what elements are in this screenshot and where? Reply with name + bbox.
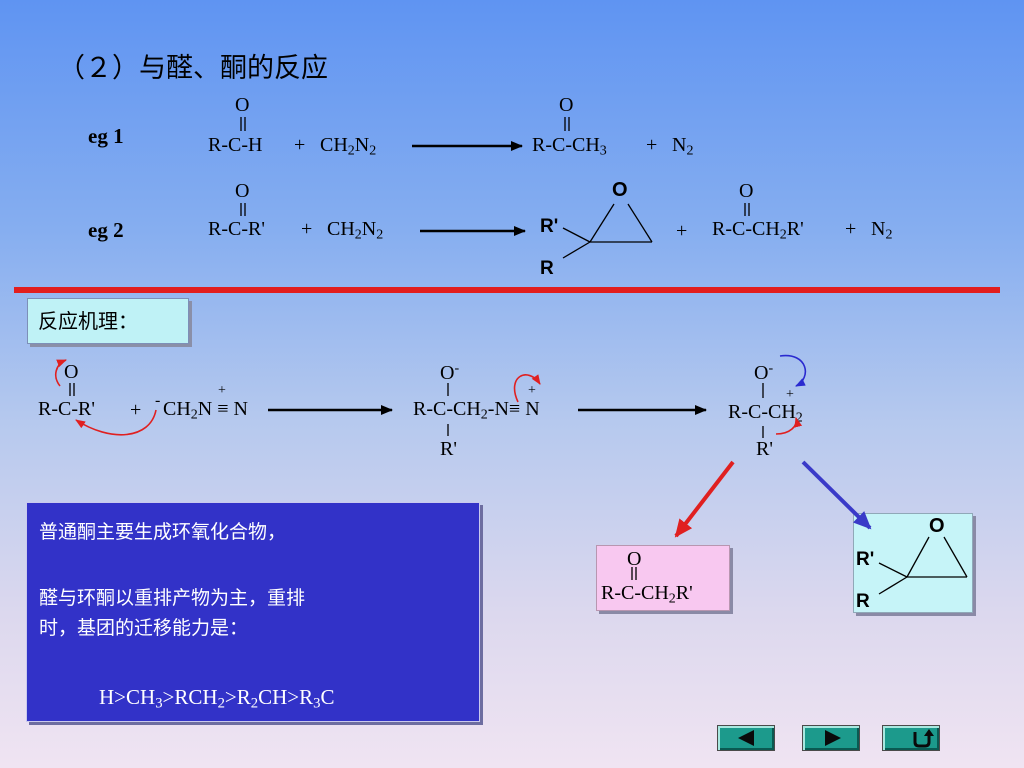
return-button[interactable] bbox=[882, 725, 940, 751]
note-line-3: 时，基团的迁移能力是： bbox=[39, 617, 249, 639]
eg1-reactant: R-C-H bbox=[208, 134, 263, 156]
cyan-r: R bbox=[856, 591, 870, 612]
eg2-product: R-C-CH2R' bbox=[712, 218, 804, 243]
mech1-bonds bbox=[69, 383, 75, 396]
epoxide-product-box: O R' R bbox=[853, 513, 973, 613]
eg2-carbonyl-bonds bbox=[240, 203, 750, 216]
eg2-label: eg 2 bbox=[88, 218, 124, 242]
cyan-oxygen: O bbox=[929, 515, 945, 537]
eg1-reagent: CH2N2 bbox=[320, 134, 377, 159]
mech3-oxygen: O- bbox=[754, 361, 774, 384]
pink-carbonyl-bond bbox=[631, 567, 637, 580]
eg2-reactant: R-C-R' bbox=[208, 218, 265, 240]
mech1-oxygen: O bbox=[64, 361, 79, 383]
mech1-ylide: CH2N ≡ N bbox=[163, 398, 248, 423]
note-box: 普通酮主要生成环氧化合物， 醛与环酮以重排产物为主，重排 时，基团的迁移能力是：… bbox=[26, 502, 480, 722]
eg1-carbonyl-bonds bbox=[240, 117, 570, 131]
slide-title: （２）与醛、酮的反应 bbox=[58, 53, 328, 84]
pink-oxygen: O bbox=[627, 548, 642, 570]
mech2-oxygen: O- bbox=[440, 361, 460, 384]
cyan-epoxide-ring bbox=[878, 536, 968, 595]
mech1-plus: + bbox=[130, 399, 142, 421]
eg2-plus: + bbox=[301, 218, 313, 240]
triangle-left-icon bbox=[738, 730, 754, 746]
mech3-c-plus: + bbox=[786, 387, 794, 402]
epoxidation-arrow bbox=[801, 460, 872, 530]
migration-order: H>CH3>RCH2>R2CH>R3C bbox=[99, 685, 335, 712]
return-arrow-icon bbox=[913, 729, 934, 748]
eg1-plus-2: + bbox=[646, 134, 658, 156]
mech3-r-prime: R' bbox=[756, 438, 773, 460]
note-line-2: 醛与环酮以重排产物为主，重排 bbox=[39, 587, 306, 609]
mechanism-label: 反应机理： bbox=[27, 298, 189, 344]
rearrangement-arrow bbox=[674, 460, 735, 538]
cyan-r-prime: R' bbox=[856, 549, 875, 570]
eg2-epoxide-r-prime: R' bbox=[540, 216, 559, 237]
mech1-ketone: R-C-R' bbox=[38, 398, 95, 420]
eg1-byproduct: N2 bbox=[672, 134, 694, 159]
eg1-product-oxygen: O bbox=[559, 94, 574, 116]
mech1-n-plus: + bbox=[218, 383, 226, 398]
mech3-red-curved-arrow bbox=[775, 417, 803, 435]
eg1-reactant-oxygen: O bbox=[235, 94, 250, 116]
mech2-intermediate: R-C-CH2-N≡ N bbox=[413, 398, 540, 423]
pink-product: R-C-CH2R' bbox=[601, 582, 693, 607]
triangle-right-icon bbox=[825, 730, 841, 746]
eg2-plus-3: + bbox=[845, 218, 857, 240]
eg2-epoxide-ring bbox=[562, 203, 653, 259]
eg2-reactant-oxygen: O bbox=[235, 180, 250, 202]
mech1-minus: - bbox=[155, 392, 161, 409]
mech2-n-plus: + bbox=[528, 383, 536, 398]
mech1-curved-arrow-top bbox=[54, 359, 67, 387]
eg2-byproduct: N2 bbox=[871, 218, 893, 243]
mech3-blue-curved-arrow bbox=[779, 354, 806, 387]
mech2-curved-arrow bbox=[513, 374, 541, 403]
eg1-plus: + bbox=[294, 134, 306, 156]
eg2-epoxide-oxygen: O bbox=[612, 179, 628, 201]
mech1-curved-arrow-bottom bbox=[75, 409, 157, 436]
eg1-label: eg 1 bbox=[88, 124, 124, 148]
eg1-product: R-C-CH3 bbox=[532, 134, 607, 159]
eg2-reagent: CH2N2 bbox=[327, 218, 384, 243]
eg2-product-oxygen: O bbox=[739, 180, 754, 202]
eg2-epoxide-r: R bbox=[540, 258, 554, 279]
note-line-1: 普通酮主要生成环氧化合物， bbox=[39, 521, 287, 543]
next-slide-button[interactable] bbox=[802, 725, 860, 751]
rearrangement-product-box: O R-C-CH2R' bbox=[596, 545, 730, 611]
mech2-r-prime: R' bbox=[440, 438, 457, 460]
eg2-plus-2: + bbox=[676, 220, 688, 242]
previous-slide-button[interactable] bbox=[717, 725, 775, 751]
section-divider bbox=[14, 287, 1000, 293]
